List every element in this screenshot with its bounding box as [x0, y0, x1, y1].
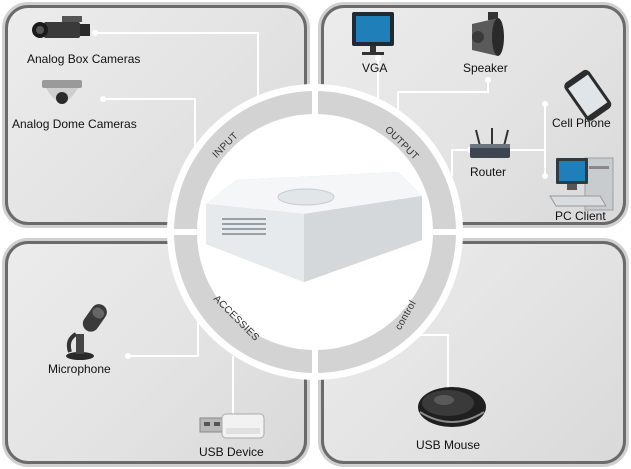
analog-dome-camera-icon: [42, 80, 82, 104]
analog-box-camera-icon: [32, 16, 90, 38]
label-usb-device: USB Device: [199, 445, 264, 459]
label-microphone: Microphone: [48, 362, 111, 376]
router-icon: [470, 128, 510, 158]
speaker-icon: [472, 12, 504, 56]
connector-microphone: [128, 320, 199, 357]
connector-usb-mouse: [420, 334, 449, 400]
cell-phone-icon: [564, 69, 612, 121]
connector-box-camera: [95, 32, 259, 100]
connector-dome-camera: [103, 98, 196, 152]
label-pc-client: PC Client: [555, 209, 606, 223]
connector-cell-phone: [510, 104, 546, 151]
dvr-device: [206, 172, 422, 282]
usb-device-icon: [199, 413, 265, 439]
connector-lines: [95, 32, 546, 420]
label-speaker: Speaker: [463, 61, 508, 75]
label-cell-phone: Cell Phone: [552, 116, 611, 130]
label-router: Router: [470, 165, 507, 179]
pc-client-icon: [549, 157, 614, 211]
label-analog-box-cameras: Analog Box Cameras: [27, 52, 141, 66]
label-vga: VGA: [362, 61, 388, 75]
usb-mouse-icon: [418, 387, 486, 427]
label-analog-dome-cameras: Analog Dome Cameras: [12, 117, 137, 131]
vga-monitor-icon: [352, 12, 394, 55]
label-usb-mouse: USB Mouse: [416, 438, 481, 452]
connector-router: [451, 149, 470, 176]
microphone-icon: [66, 304, 107, 360]
